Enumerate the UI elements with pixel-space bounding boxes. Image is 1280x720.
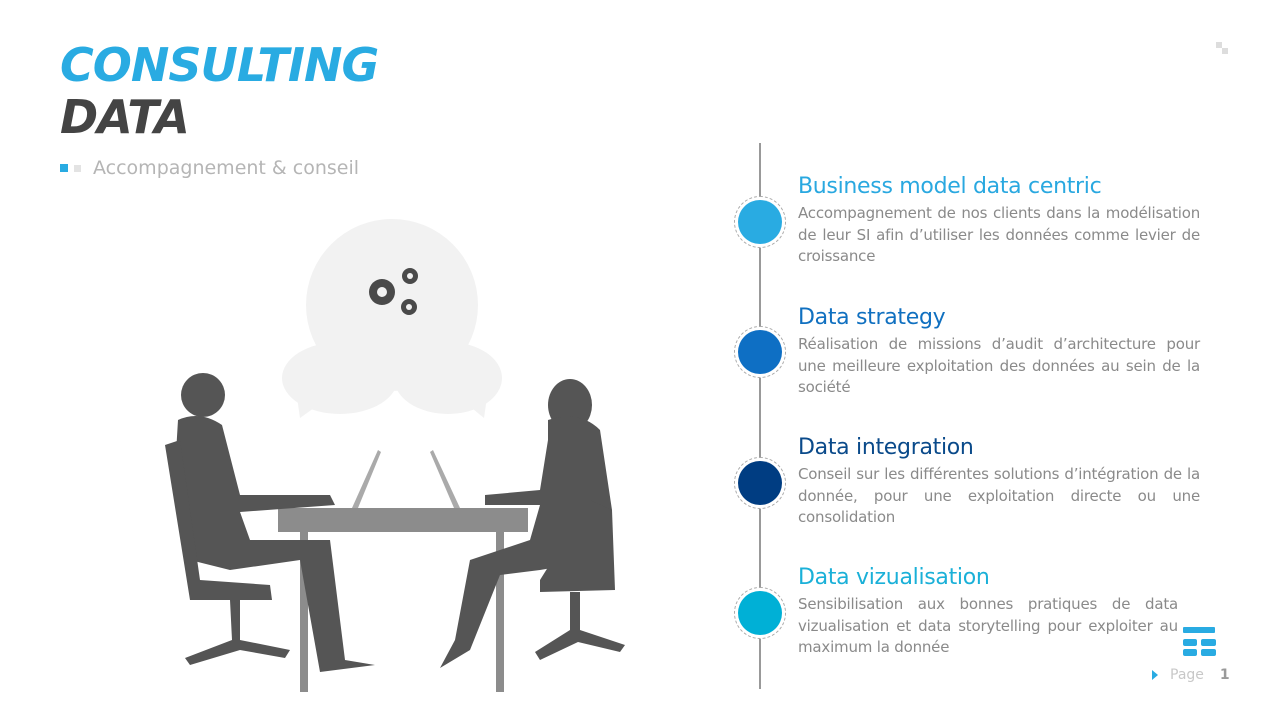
- subtitle-text: Accompagnement & conseil: [93, 157, 360, 179]
- item-title: Data strategy: [798, 305, 946, 330]
- title-data: DATA: [60, 90, 190, 144]
- timeline-item-3: Data integration Conseil sur les différe…: [798, 435, 1200, 529]
- timeline-item-2: Data strategy Réalisation de missions d’…: [798, 305, 1200, 399]
- item-title: Data vizualisation: [798, 565, 990, 590]
- item-text: Accompagnement de nos clients dans la mo…: [798, 204, 1200, 265]
- corner-decoration-icon: [1216, 42, 1228, 54]
- bullet-square-icon: [60, 164, 68, 172]
- circle-icon: [738, 461, 782, 505]
- item-text: Conseil sur les différentes solutions d’…: [798, 465, 1200, 526]
- consulting-illustration: [165, 219, 625, 692]
- item-title: Data integration: [798, 435, 974, 460]
- woman-silhouette-icon: [440, 379, 625, 668]
- play-arrow-icon: [1152, 670, 1158, 680]
- man-silhouette-icon: [165, 373, 375, 672]
- timeline-dot-2: [734, 326, 786, 378]
- item-title: Business model data centric: [798, 174, 1102, 199]
- item-text: Sensibilisation aux bonnes pratiques de …: [798, 595, 1178, 656]
- timeline-dot-4: [734, 587, 786, 639]
- circle-icon: [738, 591, 782, 635]
- page-indicator: Page 1: [1152, 667, 1230, 683]
- item-text: Réalisation de missions d’audit d’archit…: [798, 335, 1200, 396]
- timeline-line: [759, 143, 761, 689]
- timeline-dot-3: [734, 457, 786, 509]
- brand-logo-icon: [1183, 627, 1216, 656]
- page-label: Page: [1170, 667, 1204, 683]
- timeline-item-4: Data vizualisation Sensibilisation aux b…: [798, 565, 1178, 659]
- gears-icon: [369, 268, 418, 315]
- circle-icon: [738, 330, 782, 374]
- timeline-item-1: Business model data centric Accompagneme…: [798, 174, 1200, 268]
- subtitle: Accompagnement & conseil: [60, 157, 359, 179]
- speech-bubble-icon: [282, 219, 502, 418]
- page-number: 1: [1219, 667, 1230, 683]
- title-consulting: CONSULTING: [60, 38, 379, 92]
- table-icon: [278, 508, 528, 692]
- circle-icon: [738, 200, 782, 244]
- bullet-square-icon: [74, 164, 81, 172]
- timeline-dot-1: [734, 196, 786, 248]
